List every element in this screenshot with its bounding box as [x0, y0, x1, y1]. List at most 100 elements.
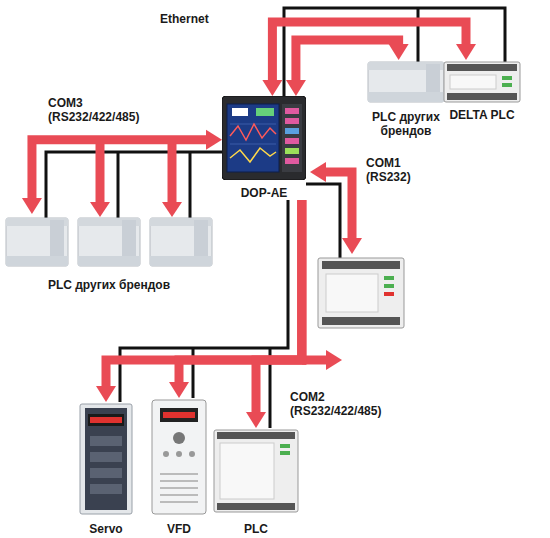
signal-line — [179, 200, 302, 382]
arrow-head — [262, 80, 282, 96]
com1-plc-illustration — [318, 258, 404, 328]
hmi-button — [285, 138, 299, 144]
device-picture — [78, 402, 134, 520]
device-label: VFD — [144, 522, 214, 536]
hmi-button — [285, 108, 299, 114]
bus-label: Ethernet — [160, 12, 240, 26]
hmi-button — [285, 118, 299, 124]
device-caption-box: PLC других брендов — [0, 278, 222, 292]
plc-front — [450, 75, 496, 89]
signal-arrow — [169, 200, 302, 398]
plc-group-node: PLC других брендов — [2, 214, 216, 292]
screen-widget — [256, 108, 274, 116]
hmi-panel-node: DOP-AE — [222, 96, 306, 200]
device-illustration — [212, 428, 300, 514]
trend-line — [230, 124, 276, 140]
device-caption-box: DELTA PLC — [436, 108, 528, 122]
signal-arrow — [286, 40, 409, 96]
plc-body — [150, 218, 212, 266]
plc-led — [384, 284, 394, 288]
vfd-key — [189, 451, 195, 457]
com3-drop — [117, 152, 120, 218]
plc-terminals — [447, 64, 517, 71]
arrow-head — [169, 382, 189, 398]
arrow-head — [310, 162, 326, 182]
device-illustration — [222, 96, 306, 180]
arrow-head — [90, 202, 110, 217]
arrow-head — [456, 44, 476, 60]
vfd-digits — [163, 412, 195, 418]
plc-led — [384, 276, 394, 280]
plc-node: DELTA PLC — [442, 60, 522, 122]
device-caption-box: PLC других брендов — [354, 110, 458, 138]
arrow-head — [246, 412, 266, 428]
device-illustration — [442, 60, 522, 104]
servo-connector — [90, 452, 122, 462]
device-picture — [150, 398, 208, 520]
servo-body — [80, 404, 132, 514]
plc-body — [214, 430, 298, 512]
device-picture — [212, 428, 300, 518]
com3-bus — [46, 152, 222, 218]
device-illustration — [2, 214, 216, 270]
signal-line — [32, 140, 206, 198]
servo-digits — [90, 417, 122, 423]
signal-arrow — [22, 130, 222, 214]
vfd-vent — [160, 494, 198, 496]
servo-front — [85, 408, 127, 510]
device-caption-box: DOP-AE — [216, 186, 312, 200]
vfd-node: VFD — [150, 398, 208, 536]
plc-terminals — [322, 261, 400, 269]
vfd-key — [163, 451, 169, 457]
com1-bus — [306, 184, 340, 258]
plc-body — [368, 62, 444, 102]
signal-arrow — [96, 200, 302, 402]
device-picture — [2, 214, 216, 274]
plc-led — [502, 83, 512, 87]
plc-bottom — [6, 256, 68, 266]
arrow-head — [286, 80, 306, 96]
signal-line — [272, 22, 466, 80]
plc-body — [444, 62, 520, 102]
hmi-button — [285, 158, 299, 164]
device-picture — [442, 60, 522, 108]
signal-drop — [96, 140, 105, 202]
servo-connector — [90, 484, 122, 494]
com2-bus — [120, 200, 288, 402]
plc-bottom — [368, 92, 444, 102]
hmi-button — [285, 128, 299, 134]
device-label: Servo — [72, 522, 140, 536]
device-illustration — [150, 398, 208, 516]
arrow-head — [389, 44, 409, 60]
vfd-vent — [160, 501, 198, 503]
servo-display — [88, 414, 124, 426]
plc-bottom — [78, 256, 140, 266]
arrow-head — [96, 386, 116, 402]
device-picture — [360, 60, 452, 108]
servo-connector — [90, 468, 122, 478]
plc-terminals — [447, 93, 517, 100]
device-label: DELTA PLC — [436, 108, 528, 122]
vfd-key — [176, 451, 182, 457]
device-caption-box: Servo — [72, 522, 140, 536]
plc-node: PLC — [212, 428, 300, 536]
arrow-head — [326, 350, 342, 370]
bus-label: COM2 (RS232/422/485) — [290, 390, 402, 418]
servo-node: Servo — [78, 402, 134, 536]
vfd-vent — [160, 487, 198, 489]
signal-arrow — [262, 22, 476, 96]
plc-terminals — [322, 317, 400, 325]
vfd-display — [160, 408, 198, 422]
screen-widget — [232, 108, 248, 116]
plc-led — [280, 451, 290, 455]
arrow-head — [162, 202, 182, 217]
signal-line — [296, 40, 399, 80]
device-label: PLC других брендов — [0, 278, 222, 292]
signal-arrow — [246, 200, 302, 428]
plc-front — [220, 443, 274, 499]
arrow-head — [206, 130, 222, 150]
plc-terminals — [217, 503, 295, 510]
plc-terminals — [217, 432, 295, 439]
